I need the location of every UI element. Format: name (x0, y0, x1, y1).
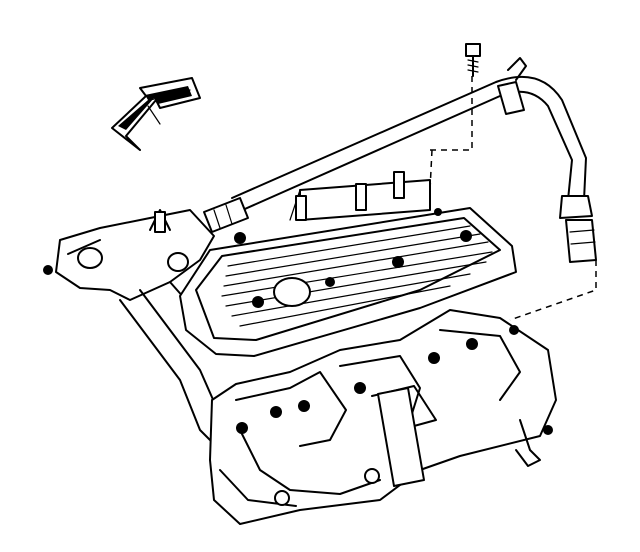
front-direction-arrow-icon (111, 77, 201, 151)
exhaust-manifold-icon (209, 309, 557, 525)
mounting-bolt-icon (465, 43, 481, 77)
pcv-hose-icon (203, 57, 597, 263)
valve-cover-icon (179, 207, 517, 357)
